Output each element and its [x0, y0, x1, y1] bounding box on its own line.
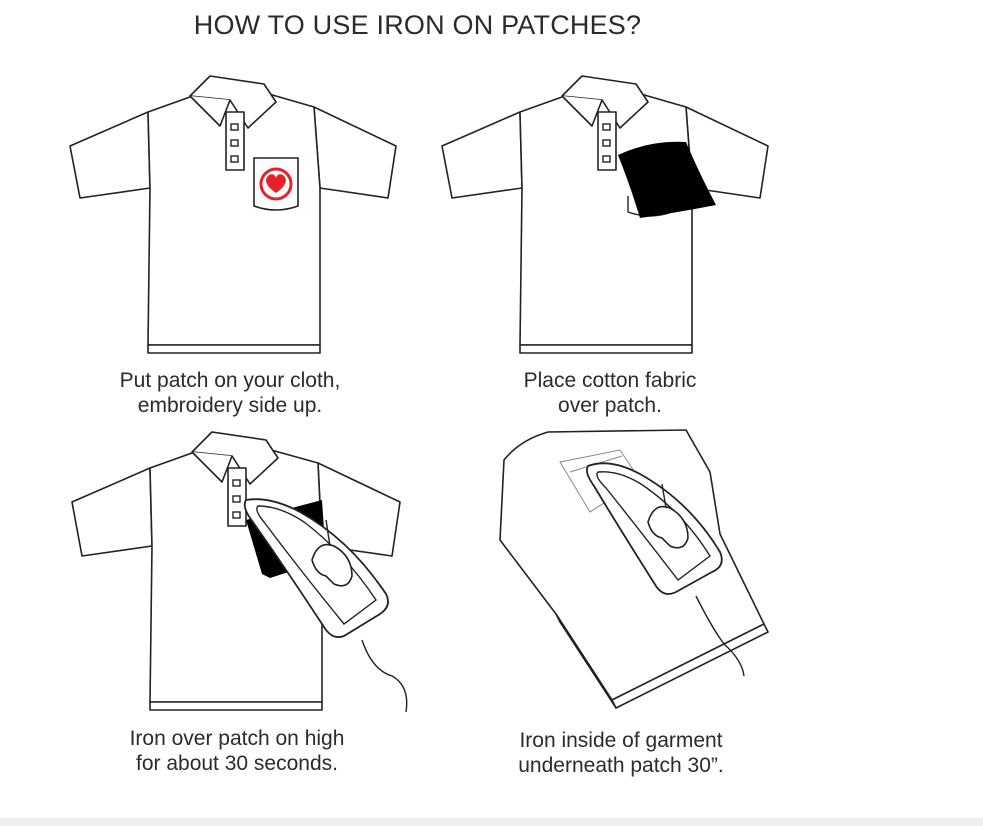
bottom-divider [0, 818, 983, 826]
step-4-caption-line-1: Iron inside of garment [486, 728, 756, 753]
step-4-caption: Iron inside of garment underneath patch … [486, 728, 756, 778]
step-4-caption-line-2: underneath patch 30”. [486, 753, 756, 778]
